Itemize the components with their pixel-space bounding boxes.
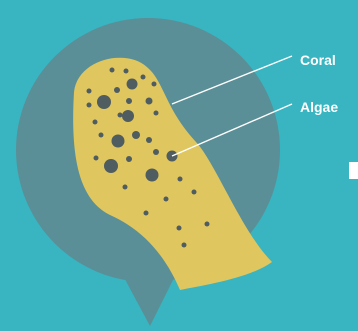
spot [93, 120, 98, 125]
spot [152, 82, 157, 87]
spot [123, 185, 128, 190]
spot [110, 68, 115, 73]
spot [154, 111, 159, 116]
spot [97, 95, 111, 109]
spot [153, 149, 159, 155]
spot [182, 243, 187, 248]
spot [205, 222, 210, 227]
spot [146, 169, 159, 182]
spot [126, 156, 132, 162]
spot [141, 75, 146, 80]
spot [127, 79, 138, 90]
spot [144, 211, 149, 216]
spot [112, 135, 125, 148]
spot [94, 156, 99, 161]
spot [114, 87, 120, 93]
spot [164, 197, 169, 202]
spot [87, 103, 92, 108]
spot [87, 89, 92, 94]
spot [146, 137, 152, 143]
spot [178, 177, 183, 182]
spot [177, 226, 182, 231]
spot [122, 110, 134, 122]
spot [146, 98, 153, 105]
spot [132, 131, 140, 139]
white-edge-tab [349, 162, 358, 179]
spot [118, 113, 123, 118]
spot [99, 133, 104, 138]
algae-label: Algae [300, 99, 338, 115]
spot [104, 159, 118, 173]
coral-label: Coral [300, 52, 336, 68]
spot [124, 69, 129, 74]
spot [126, 98, 132, 104]
spot [192, 190, 197, 195]
